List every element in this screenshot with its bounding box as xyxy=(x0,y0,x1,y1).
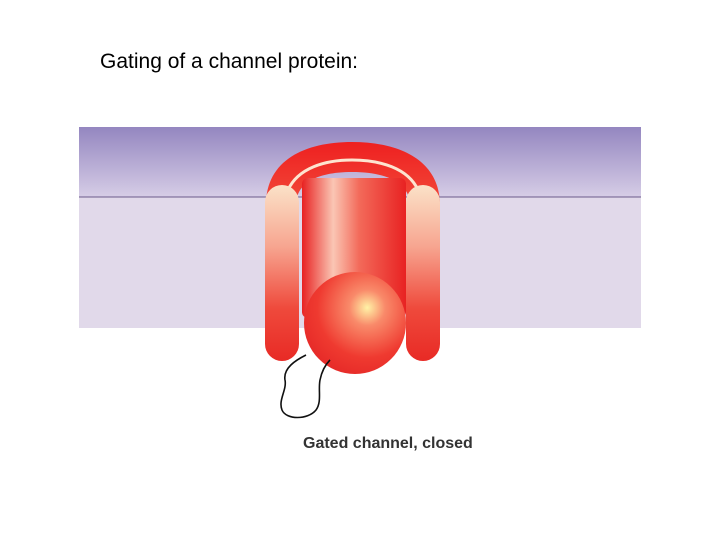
left-subunit xyxy=(265,185,299,361)
gate-tether xyxy=(280,354,331,419)
gate-ball xyxy=(304,272,406,374)
diagram-caption: Gated channel, closed xyxy=(303,435,473,452)
channel-protein xyxy=(265,142,440,374)
page-title: Gating of a channel protein: xyxy=(100,50,359,73)
right-subunit xyxy=(406,185,440,361)
channel-arch xyxy=(266,142,440,205)
arch-highlight xyxy=(286,158,420,192)
